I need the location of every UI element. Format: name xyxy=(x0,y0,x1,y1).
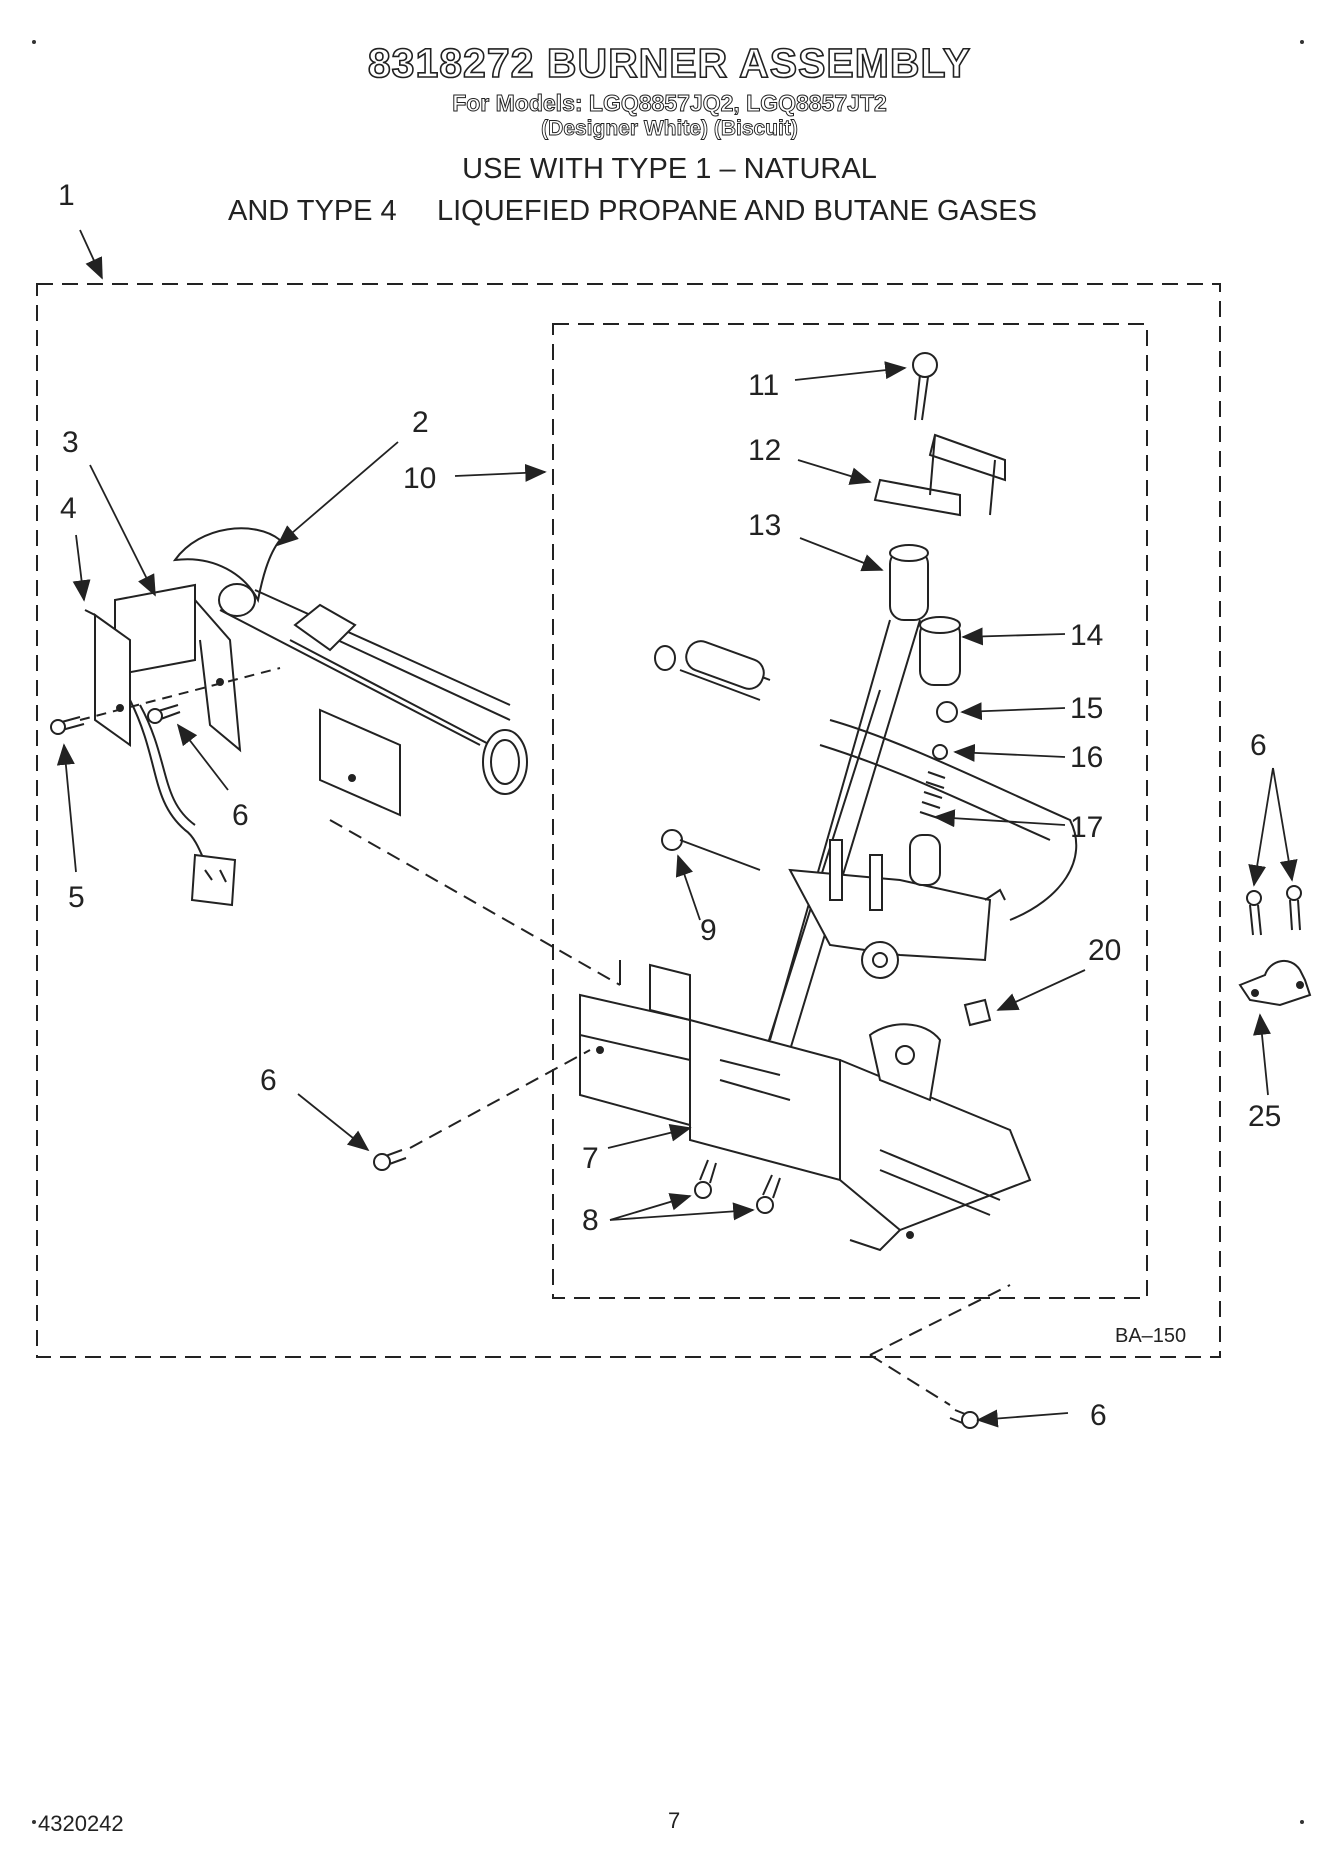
models-line: For Models: LGQ8857JQ2, LGQ8857JT2 xyxy=(452,90,888,117)
document-number: 4320242 xyxy=(38,1811,124,1836)
igniter-bracket-part xyxy=(84,583,242,907)
callout-25: 25 xyxy=(1248,1100,1281,1133)
callout-8: 8 xyxy=(582,1204,599,1237)
screw-6-lower-left xyxy=(373,1049,591,1171)
callout-3: 3 xyxy=(62,426,79,459)
screw-6-bottom xyxy=(869,1284,1011,1429)
registration-mark xyxy=(32,1820,36,1824)
callout-11: 11 xyxy=(748,369,779,402)
subassembly-boundary-10 xyxy=(552,323,1148,1299)
callout-6: 6 xyxy=(1090,1399,1107,1432)
assembly-boundary-1 xyxy=(36,283,1221,1358)
bracket-screws xyxy=(50,667,281,735)
colors-line: (Designer White) (Biscuit) xyxy=(541,117,799,141)
callout-15: 15 xyxy=(1070,692,1103,725)
callout-6: 6 xyxy=(232,799,249,832)
callout-10: 10 xyxy=(403,462,436,495)
screws-8 xyxy=(694,1159,781,1214)
callout-20: 20 xyxy=(1088,934,1121,967)
diagram-code: BA–150 xyxy=(1115,1325,1186,1347)
callout-5: 5 xyxy=(68,881,85,914)
clamp-25-part xyxy=(1238,885,1312,1007)
registration-mark xyxy=(1300,1820,1304,1824)
callout-12: 12 xyxy=(748,434,781,467)
callout-labels: 1 2 3 4 5 6 9 10 11 12 13 14 15 16 17 20… xyxy=(58,179,1281,1432)
callout-6: 6 xyxy=(1250,729,1267,762)
callout-14: 14 xyxy=(1070,619,1103,652)
gas-valve-assembly-part xyxy=(654,352,1078,1101)
gas-type-line-2: AND TYPE 4 LIQUEFIED PROPANE AND BUTANE … xyxy=(228,195,1037,227)
callout-1: 1 xyxy=(58,179,75,212)
burner-tube-part xyxy=(172,527,528,817)
callout-6: 6 xyxy=(260,1064,277,1097)
callout-16: 16 xyxy=(1070,741,1103,774)
registration-mark xyxy=(1300,40,1304,44)
registration-mark xyxy=(32,40,36,44)
callout-4: 4 xyxy=(60,492,77,525)
leader-lines xyxy=(56,229,1298,1428)
page-number: 7 xyxy=(668,1808,681,1833)
page-title: 8318272 BURNER ASSEMBLY xyxy=(367,39,972,87)
callout-7: 7 xyxy=(582,1142,599,1175)
callout-9: 9 xyxy=(700,914,717,947)
callout-13: 13 xyxy=(748,509,781,542)
gas-type-line-1: USE WITH TYPE 1 – NATURAL xyxy=(462,153,877,185)
fittings xyxy=(661,829,992,1027)
burner-mounting-bracket-part xyxy=(579,963,1032,1252)
callout-17: 17 xyxy=(1070,811,1103,844)
callout-2: 2 xyxy=(412,406,429,439)
